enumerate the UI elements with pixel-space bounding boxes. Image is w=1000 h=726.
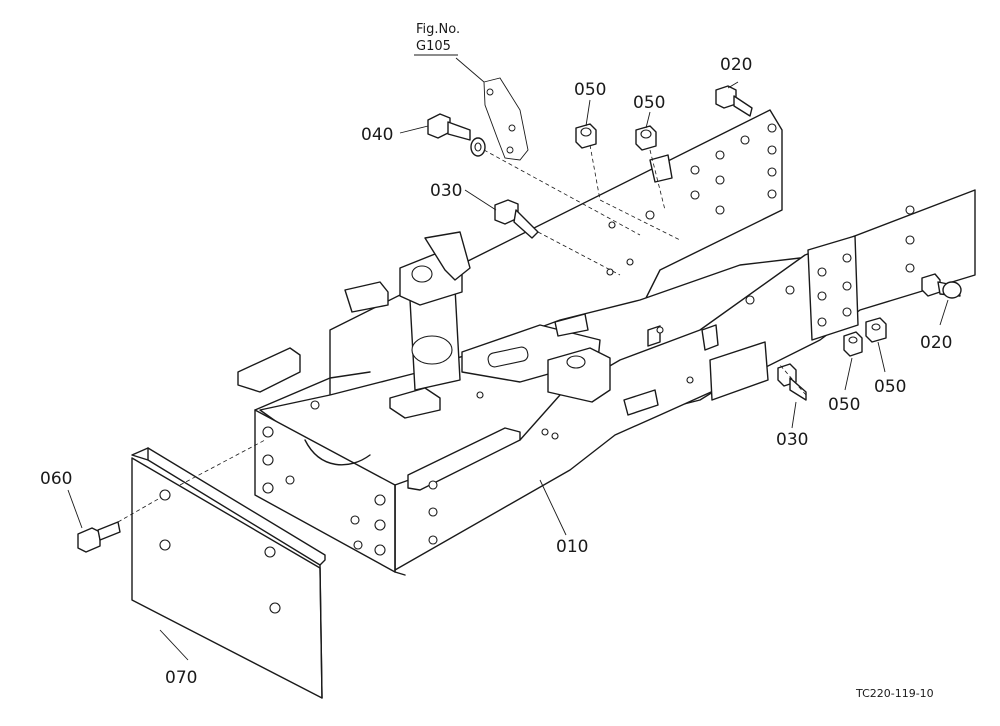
part-label-020-top: 020 (720, 55, 752, 75)
leader-lines (67, 57, 949, 661)
part-label-050-a: 050 (574, 80, 606, 100)
nut-050-a (575, 123, 597, 149)
part-label-050-d: 050 (874, 377, 906, 397)
referenced-bracket (483, 77, 529, 161)
front-plate (131, 447, 326, 699)
nut-050-c (843, 331, 863, 357)
part-label-010: 010 (556, 537, 588, 557)
assembly-lines (117, 144, 807, 523)
bolt-020-top (715, 85, 753, 117)
part-label-050-b: 050 (633, 93, 665, 113)
main-frame (237, 109, 976, 576)
figure-reference-line2: G105 (416, 39, 451, 54)
figure-reference-line1: Fig.No. (416, 22, 460, 37)
bolt-040 (427, 113, 486, 157)
part-label-070: 070 (165, 668, 197, 688)
nut-050-d (865, 317, 887, 343)
drawing-code: TC220-119-10 (855, 687, 934, 700)
nut-050-b (635, 125, 657, 151)
part-label-050-c: 050 (828, 395, 860, 415)
part-label-030-top: 030 (430, 181, 462, 201)
bolt-060 (77, 521, 121, 553)
part-label-030-right: 030 (776, 430, 808, 450)
bolt-030-top (494, 199, 539, 239)
part-label-020-right: 020 (920, 333, 952, 353)
bolt-020-right (921, 273, 962, 299)
part-label-040: 040 (361, 125, 393, 145)
part-label-060: 060 (40, 469, 72, 489)
bolt-030-right (777, 363, 807, 401)
